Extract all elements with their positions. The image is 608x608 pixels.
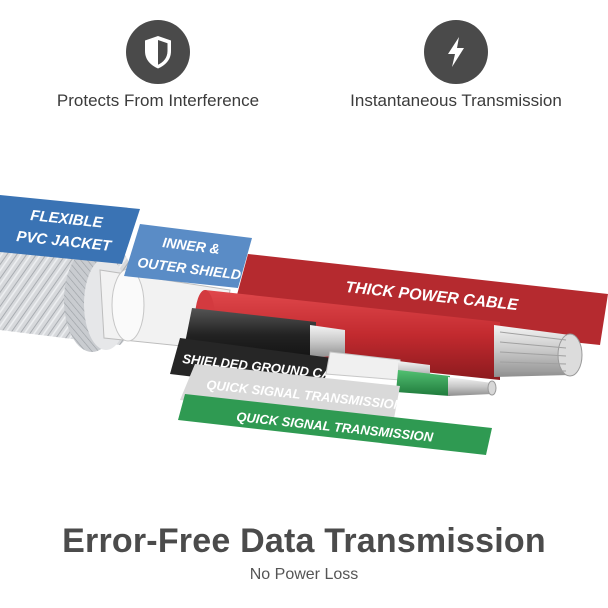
headline: Error-Free Data Transmission [62,522,546,560]
feature-interference: Protects From Interference [28,20,288,111]
signal-green-band [178,394,492,455]
lightning-icon-badge [424,20,488,84]
ground-strands [310,325,345,358]
feature-label-transmission: Instantaneous Transmission [350,91,562,110]
shield-icon-badge [126,20,190,84]
power-band [234,254,608,345]
lightning-bolt-icon [448,37,464,67]
jacket-band [0,195,140,264]
signal-white-band [180,364,400,424]
shield-label-line1: INNER & [162,234,221,257]
cable-cross-section-illustration: FLEXIBLE PVC JACKET INNER & OUTER SHIELD… [0,195,608,455]
shield-band [124,224,252,288]
red-power-conductor [196,290,500,380]
shield-icon [145,36,171,69]
green-signal-conductor [396,370,450,396]
subline: No Power Loss [249,566,359,583]
feature-transmission: Instantaneous Transmission [326,20,586,111]
feature-label-interference: Protects From Interference [56,91,260,110]
